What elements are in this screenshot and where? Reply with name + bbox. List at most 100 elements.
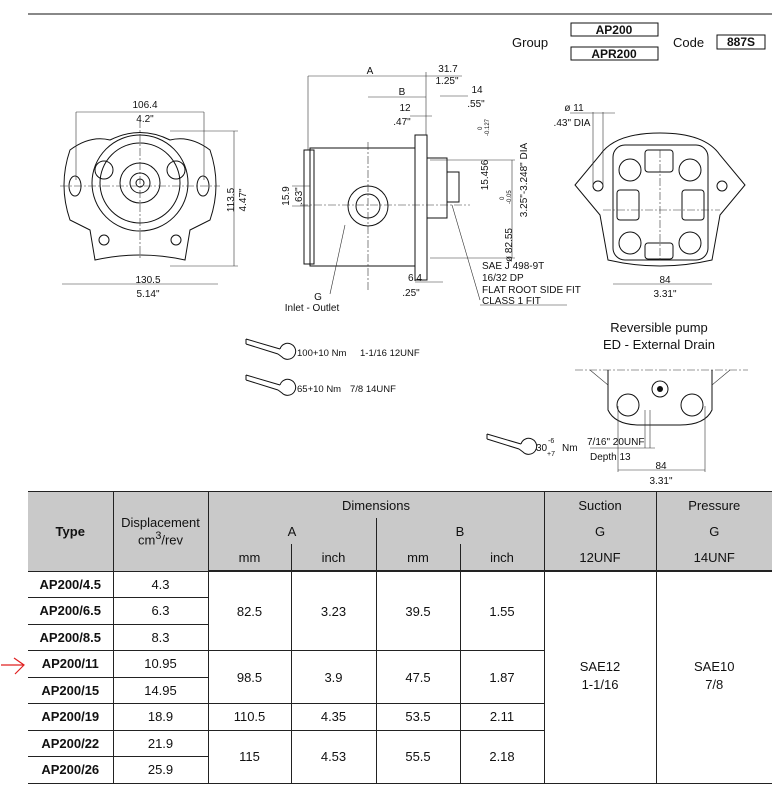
type-cell: AP200/15 <box>28 676 113 704</box>
b-inch-cell: 1.87 <box>459 650 544 704</box>
type-cell: AP200/6.5 <box>28 597 113 624</box>
table-row: AP200/15 14.95 <box>28 676 772 704</box>
rear-hole-in: .43" DIA <box>554 118 591 129</box>
table-row: AP200/8.5 8.3 <box>28 623 772 651</box>
header-dimensions: Dimensions <box>207 491 544 518</box>
table-row: AP200/11 10.95 98.5 3.9 47.5 1.87 <box>28 650 772 704</box>
spline-spec-1: SAE J 498-9T <box>482 261 544 272</box>
disp-unit: cm <box>137 532 156 548</box>
suction-port: SAE12 <box>579 658 621 674</box>
front-width-bottom-in: 5.14" <box>136 289 159 300</box>
suction-cell: SAE12 1-1/16 <box>543 570 656 784</box>
reversible-subtitle: ED - External Drain <box>603 337 715 352</box>
group-code-header: Group AP200 APR200 Code 887S <box>512 22 766 61</box>
a-inch-cell: 3.9 <box>290 650 376 704</box>
table-row: AP200/19 18.9 110.5 4.35 53.5 2.11 <box>28 703 772 730</box>
reversible-title: Reversible pump <box>610 320 708 335</box>
torque-note-2: 65+10 Nm 7/8 14UNF <box>245 374 396 396</box>
reversible-width-mm: 84 <box>655 461 667 472</box>
rear-width-in: 3.31" <box>653 289 676 300</box>
table-row: AP200/26 25.9 <box>28 756 772 784</box>
group-value-1: AP200 <box>596 23 633 37</box>
front-height-in: 4.47" <box>238 188 249 211</box>
torque-2-thread: 7/8 14UNF <box>350 384 396 395</box>
b-mm-cell: 55.5 <box>375 729 460 784</box>
header-pressure-thread: 14UNF <box>655 544 772 572</box>
group-box-2 <box>570 46 659 61</box>
header-a-mm: mm <box>207 544 291 572</box>
a-mm-cell: 110.5 <box>207 703 291 730</box>
shaft-diameter: 15.456 <box>480 159 491 190</box>
reversible-pump-detail: Reversible pump ED - External Drain 30 -… <box>486 320 748 487</box>
type-cell: AP200/4.5 <box>28 570 113 598</box>
dim-a-label: A <box>367 66 374 77</box>
reversible-torque-unit: Nm <box>562 443 578 454</box>
type-cell: AP200/11 <box>28 650 113 677</box>
type-cell: AP200/19 <box>28 703 113 730</box>
shaft-tol-upper: 0 <box>478 126 484 130</box>
a-inch-cell: 4.53 <box>290 729 376 784</box>
header-a: A <box>207 518 376 544</box>
disp-cell: 4.3 <box>112 570 208 598</box>
spline-spec-3: FLAT ROOT SIDE FIT <box>482 285 581 296</box>
a-mm-cell: 98.5 <box>207 650 291 704</box>
pilot-tol-lower: -0.05 <box>507 190 513 204</box>
disp-cell: 10.95 <box>112 650 208 677</box>
table-row: AP200/6.5 6.3 <box>28 597 772 624</box>
rear-view: ø 11 .43" DIA 84 3.31" <box>554 103 746 300</box>
group-value-2: APR200 <box>591 47 637 61</box>
rear-width-mm: 84 <box>659 275 671 286</box>
disp-cell: 8.3 <box>112 623 208 651</box>
header-b-mm: mm <box>375 544 460 572</box>
b-mm-cell: 53.5 <box>375 703 460 730</box>
torque-1-value: 100+10 Nm <box>297 348 346 359</box>
type-cell: AP200/8.5 <box>28 623 113 651</box>
header-pressure: Pressure <box>655 491 772 518</box>
header-pressure-g: G <box>655 518 772 544</box>
front-width-top-mm: 106.4 <box>132 100 157 111</box>
torque-note-1: 100+10 Nm 1-1/16 12UNF <box>245 338 420 360</box>
disp-cell: 14.95 <box>112 676 208 704</box>
spline-spec-4: CLASS 1 FIT <box>482 296 541 307</box>
disp-cell: 6.3 <box>112 597 208 624</box>
header-a-inch: inch <box>290 544 376 572</box>
wrench-icon <box>486 433 538 455</box>
displacement-label: Displacement <box>121 515 200 531</box>
spline-spec-2: 16/32 DP <box>482 273 524 284</box>
red-arrow-marker-icon <box>1 657 25 675</box>
pressure-thread: 7/8 <box>705 676 724 692</box>
suction-thread: 1-1/16 <box>581 676 619 692</box>
header-suction: Suction <box>543 491 656 518</box>
shaft-tol-lower: -0.127 <box>485 118 491 136</box>
a-inch-cell: 4.35 <box>290 703 376 730</box>
port-description: Inlet - Outlet <box>285 303 340 314</box>
code-box <box>716 34 766 50</box>
rear-hole-mm: ø 11 <box>564 103 584 114</box>
b-inch-cell: 1.55 <box>459 570 544 651</box>
code-value: 887S <box>727 35 755 49</box>
pilot-diameter-in: 3.25"-3.248" DIA <box>519 142 530 217</box>
type-cell: AP200/22 <box>28 729 113 757</box>
disp-cell: 21.9 <box>112 729 208 757</box>
dim-b-label: B <box>399 87 406 98</box>
port-label: G <box>314 292 322 303</box>
reversible-width-in: 3.31" <box>649 476 672 487</box>
torque-1-thread: 1-1/16 12UNF <box>360 348 420 359</box>
disp-cell: 25.9 <box>112 756 208 784</box>
technical-drawing: Group AP200 APR200 Code 887S 106.4 4.2" … <box>28 13 772 487</box>
front-width-bottom-mm: 130.5 <box>135 275 160 286</box>
reversible-depth: Depth 13 <box>590 452 631 463</box>
a-inch-cell: 3.23 <box>290 570 376 651</box>
dim-64-mm: 6.4 <box>408 273 422 284</box>
dim-14-in: .55" <box>467 99 485 110</box>
front-height-mm: 113.5 <box>226 187 237 212</box>
dim-31-in: 1.25" <box>435 76 458 87</box>
side-view: A B 31.7 1.25" 14 .55" 12 .47" 15.456 0 … <box>281 64 581 314</box>
dim-159-in: .63" <box>294 187 305 205</box>
type-cell: AP200/26 <box>28 756 113 784</box>
header-b-inch: inch <box>459 544 544 572</box>
group-label: Group <box>512 35 548 50</box>
reversible-torque-base: 30 <box>536 443 548 454</box>
header-type: Type <box>28 491 113 571</box>
